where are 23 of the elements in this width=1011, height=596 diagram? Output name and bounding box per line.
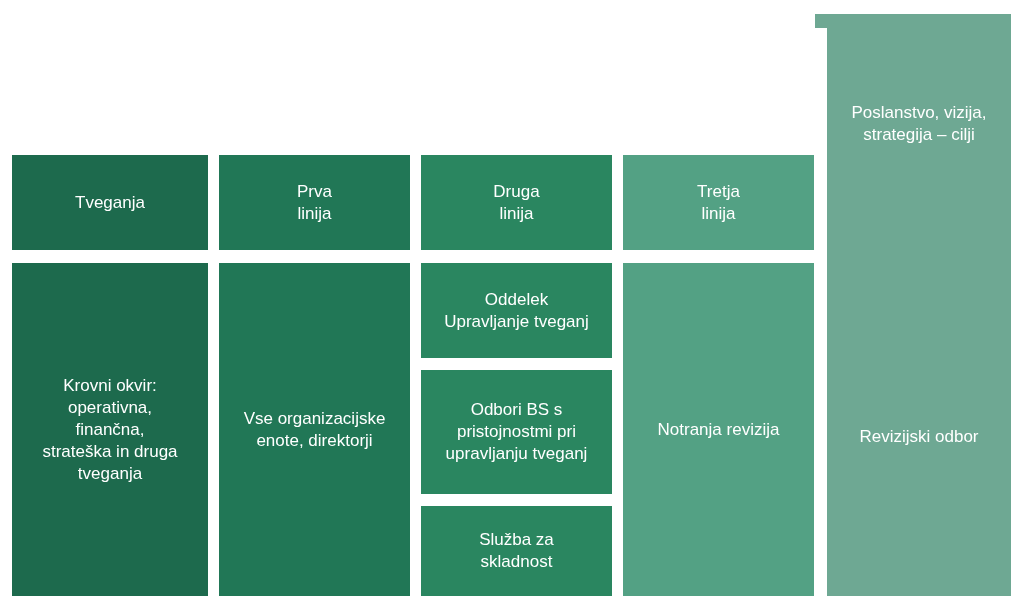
header-box bbox=[623, 155, 814, 250]
content-panel bbox=[219, 263, 410, 596]
header-box bbox=[12, 155, 208, 250]
box-label: Služba za skladnost bbox=[478, 529, 555, 573]
box-label: Revizijski odbor bbox=[858, 426, 980, 448]
box-label: Vse organizacijske enote, direktorji bbox=[242, 407, 387, 452]
box-label: Odbori BS s pristojnostmi pri upravljanju tveganj bbox=[444, 399, 589, 465]
box-label: Druga linija bbox=[492, 180, 541, 225]
box-label: Prva linija bbox=[296, 180, 333, 225]
content-panel bbox=[421, 506, 612, 596]
box-label: Tretja linija bbox=[696, 180, 741, 225]
box-label: Oddelek Upravljanje tveganj bbox=[443, 288, 590, 333]
tall-column-shape bbox=[815, 14, 1011, 596]
content-panel bbox=[421, 263, 612, 358]
header-box bbox=[421, 155, 612, 250]
box-label: Tveganja bbox=[75, 191, 145, 214]
content-panel bbox=[12, 263, 208, 596]
header-box bbox=[219, 155, 410, 250]
content-panel bbox=[421, 370, 612, 494]
content-panel bbox=[623, 263, 814, 596]
box-label: Notranja revizija bbox=[657, 418, 780, 441]
box-label: Krovni okvir: operativna, finančna, strateška in druga tveganja bbox=[41, 374, 179, 485]
box-label: Poslanstvo, vizija, strategija – cilji bbox=[850, 102, 988, 146]
